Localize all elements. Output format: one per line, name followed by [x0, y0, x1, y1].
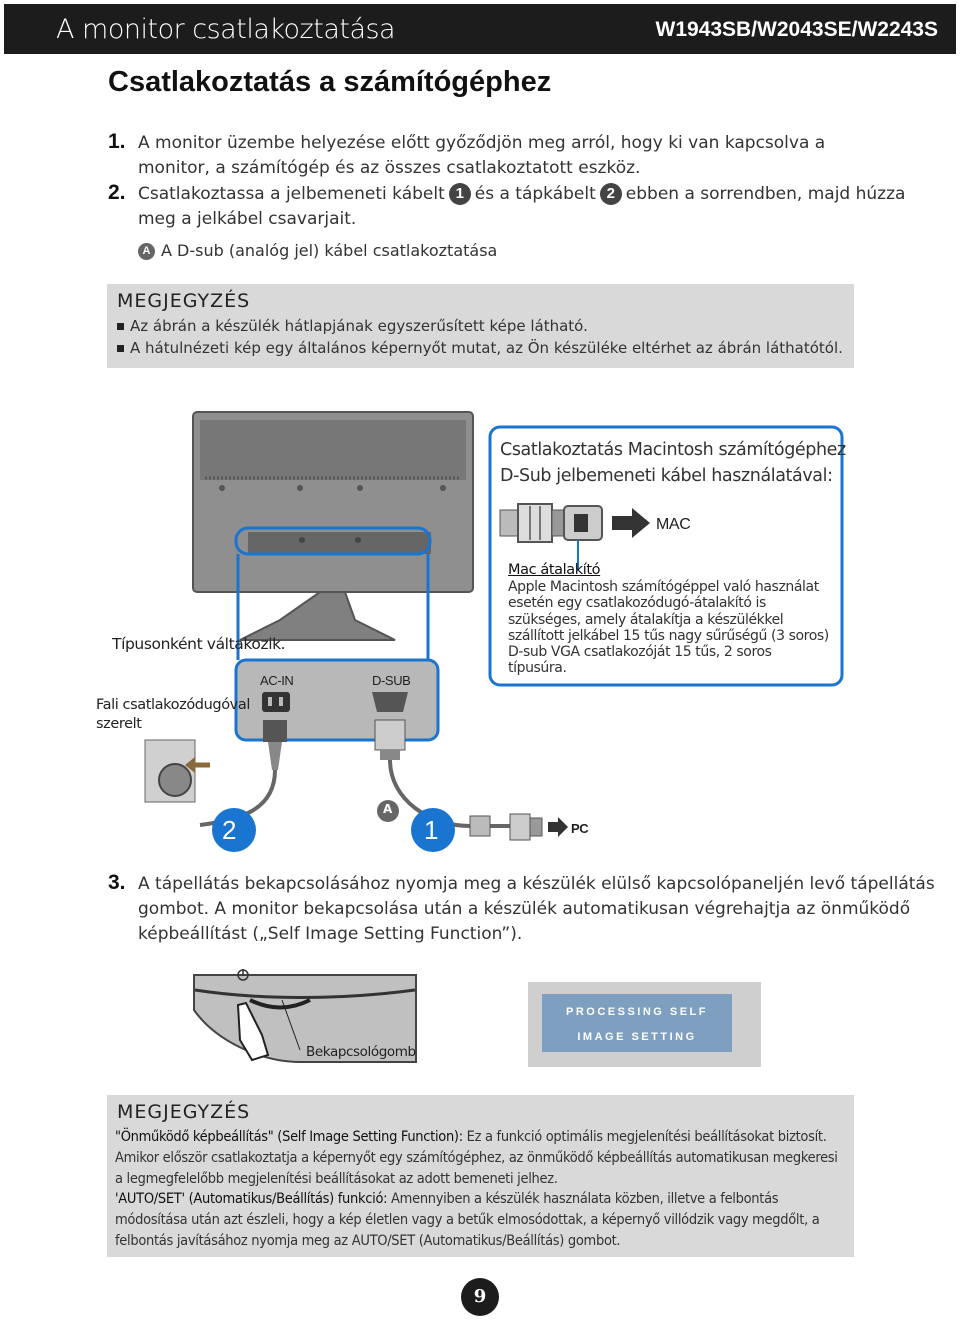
step-number: 1.: [108, 130, 126, 153]
power-button-label: Bekapcsológomb: [306, 1044, 416, 1060]
note-heading: MEGJEGYZÉS: [117, 1101, 251, 1123]
note-item: A hátulnézeti kép egy általános képernyő…: [117, 339, 843, 357]
cables-illustration: [144, 719, 568, 852]
note-text: Amikor először csatlakoztatja a képernyő…: [115, 1150, 838, 1166]
note-heading: MEGJEGYZÉS: [117, 290, 251, 312]
monitor-back-illustration: [192, 411, 474, 742]
step-text: A D-sub (analóg jel) kábel csatlakoztatá…: [161, 241, 498, 260]
step-text: és a tápkábelt: [474, 184, 596, 204]
power-cable-number: 2: [222, 815, 237, 845]
marker-badge: A: [138, 243, 155, 260]
step-text: Csatlakoztassa a jelbemeneti kábelt: [138, 184, 445, 204]
step-number: 3.: [108, 871, 126, 894]
note-text: felbontás javításához nyomja meg az AUTO…: [115, 1233, 621, 1249]
page-number: 9: [461, 1278, 499, 1316]
wall-plug-label: Fali csatlakozódugóval szerelt: [96, 696, 250, 734]
mac-adapter-line: D-sub VGA csatlakozóját 15 tűs, 2 soros: [508, 644, 772, 661]
note-text: Amennyiben a készülék használata közben,…: [387, 1191, 779, 1207]
note-paragraph: 'AUTO/SET' (Automatikus/Beállítás) funkc…: [115, 1189, 844, 1252]
step-text: képbeállítást („Self Image Setting Funct…: [138, 924, 523, 944]
wall-plug-line: Fali csatlakozódugóval: [96, 697, 250, 713]
step-text: A tápellátás bekapcsolásához nyomja meg …: [138, 874, 935, 894]
note-text: Ez a funkció optimális megjelenítési beá…: [462, 1129, 827, 1145]
number-badge: 2: [599, 183, 622, 205]
mac-info-box: [488, 425, 844, 687]
mac-adapter-line: esetén egy csatlakozódugó-átalakító is: [508, 595, 766, 612]
mac-adapter-line: típusúra.: [508, 660, 567, 677]
note-term: 'AUTO/SET' (Automatikus/Beállítás) funkc…: [115, 1191, 388, 1207]
step-text: gombot. A monitor bekapcsolása után a ké…: [138, 899, 911, 919]
bullet-icon: [117, 323, 124, 330]
section-title: Csatlakoztatás a számítógéphez: [108, 66, 552, 98]
osd-message-line: IMAGE SETTING: [577, 1031, 697, 1043]
note-box: MEGJEGYZÉS Az ábrán a készülék hátlapján…: [107, 284, 854, 368]
mac-box-subtitle: D-Sub jelbemeneti kábel használatával:: [500, 466, 833, 486]
mac-adapter-line: Apple Macintosh számítógéppel való haszn…: [508, 579, 819, 595]
note-term: "Önműködő képbeállítás" (Self Image Sett…: [115, 1129, 463, 1145]
marker-a: A: [383, 802, 392, 816]
step-2-sub: A A D-sub (analóg jel) kábel csatlakoztat…: [138, 238, 497, 263]
note-item: Az ábrán a készülék hátlapjának egyszerű…: [117, 317, 588, 335]
note-item-text: Az ábrán a készülék hátlapjának egyszerű…: [130, 317, 588, 335]
wall-plug-line: szerelt: [96, 716, 142, 732]
mac-adapter-text: Apple Macintosh számítógéppel való haszn…: [508, 579, 829, 677]
mac-label: MAC: [656, 516, 691, 533]
bullet-icon: [117, 345, 124, 352]
note-paragraph: "Önműködő képbeállítás" (Self Image Sett…: [115, 1127, 844, 1190]
step-text: ebben a sorrendben, majd húzza: [625, 184, 906, 204]
page-header: A monitor csatlakoztatása W1943SB/W2043S…: [4, 4, 956, 54]
note-box: MEGJEGYZÉS "Önműködő képbeállítás" (Self…: [107, 1095, 854, 1257]
osd-message-line: PROCESSING SELF: [565, 1006, 709, 1018]
note-text: a legmegfelelőbb megjelenítési beállítás…: [115, 1171, 558, 1187]
power-button-illustration: [193, 969, 761, 1067]
step-3: 3. A tápellátás bekapcsolásához nyomja me…: [108, 870, 935, 947]
step-text: monitor, a számítógép és az összes csatl…: [138, 158, 641, 178]
model-number: W1943SB/W2043SE/W2243S: [655, 18, 938, 41]
note-text: módosítása után azt észleli, hogy a kép …: [115, 1212, 820, 1228]
step-number: 2.: [108, 181, 126, 204]
mac-adapter-title: Mac átalakító: [508, 562, 601, 578]
varies-label: Típusonként váltakozik.: [112, 635, 286, 653]
number-badge: 1: [448, 183, 471, 205]
step-text: A monitor üzembe helyezése előtt győződj…: [138, 133, 826, 153]
note-item-text: A hátulnézeti kép egy általános képernyő…: [130, 339, 843, 357]
step-text: meg a jelkábel csavarjait.: [138, 209, 357, 229]
page-title: A monitor csatlakoztatása: [56, 14, 396, 45]
d-sub-label: D-SUB: [372, 673, 411, 688]
mac-box-title: Csatlakoztatás Macintosh számítógéphez: [500, 440, 846, 460]
signal-cable-number: 1: [424, 815, 439, 845]
step-1: 1. A monitor üzembe helyezése előtt győző…: [108, 129, 825, 181]
ac-in-label: AC-IN: [260, 673, 294, 688]
mac-adapter-line: szállított jelkábel 15 tűs nagy sűrűségű…: [508, 627, 829, 644]
pc-label: PC: [571, 821, 589, 836]
mac-adapter-line: szükséges, amely átalakítja a készülékke…: [508, 611, 784, 628]
mac-adapter-illustration: [499, 503, 650, 570]
